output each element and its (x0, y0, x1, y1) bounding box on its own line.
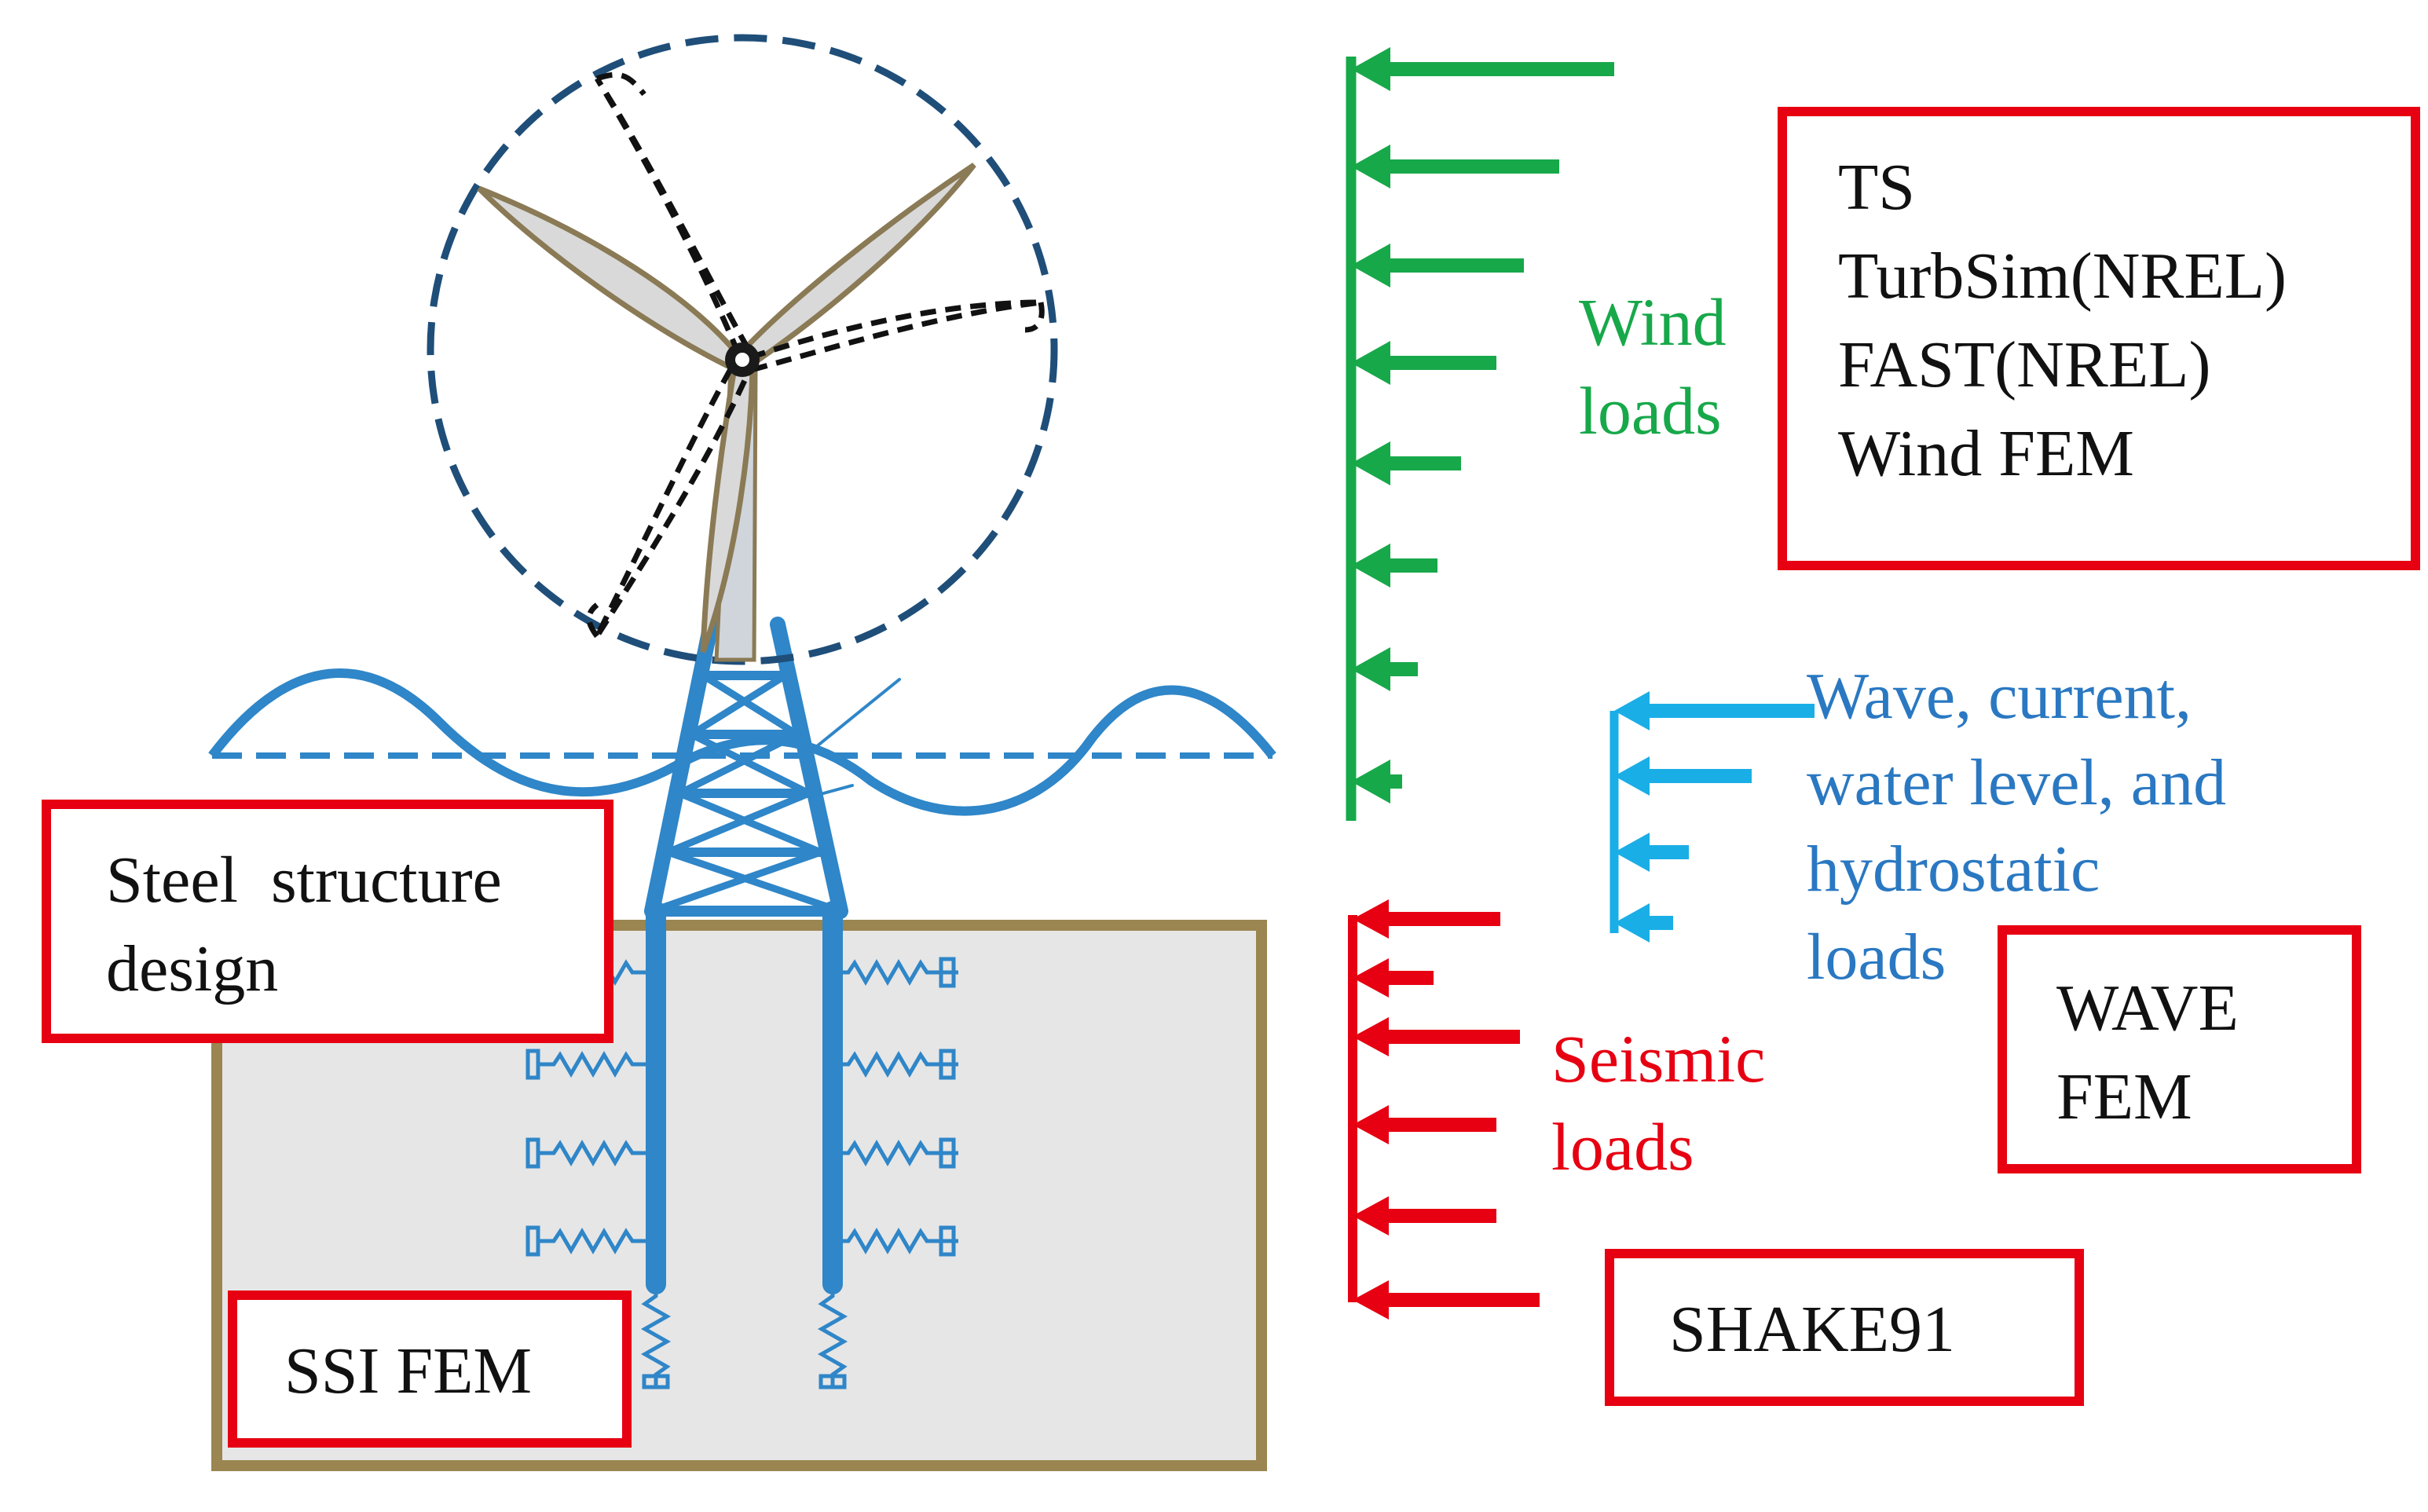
ssi-fem-box: SSI FEM (228, 1291, 632, 1448)
soil-spring-icon (526, 957, 958, 1389)
steel-structure-line-1: Steel structure (106, 844, 502, 917)
seismic-loads-line-1: Seismic (1551, 1021, 1766, 1096)
wind-load-arrows (1346, 47, 1614, 821)
wind-tools-box: TS TurbSim(NREL) FAST(NREL) Wind FEM (1778, 107, 2420, 570)
wind-tool-fast: FAST(NREL) (1838, 328, 2211, 401)
wave-loads-line-3: hydrostatic (1807, 833, 2100, 906)
seismic-tools-box: SHAKE91 (1605, 1249, 2084, 1406)
steel-structure-box: Steel structure design (42, 800, 613, 1043)
wave-loads-line-2: water level, and (1807, 746, 2227, 819)
seismic-tool-shake91: SHAKE91 (1669, 1293, 1956, 1366)
seismic-load-arrows (1348, 899, 1540, 1320)
wind-turbine-icon (427, 34, 1058, 665)
wave-loads-line-4: loads (1807, 921, 1946, 994)
ssi-fem-label: SSI FEM (284, 1334, 533, 1408)
wind-tool-turbsim: TurbSim(NREL) (1838, 240, 2287, 313)
wind-loads-line-2: loads (1579, 373, 1722, 448)
wave-load-arrows (1610, 691, 1815, 943)
steel-structure-line-2: design (106, 932, 279, 1005)
wind-tool-ts: TS (1838, 151, 1916, 224)
wave-tools-box: WAVE FEM (1998, 925, 2361, 1173)
wind-tool-wind-fem: Wind FEM (1838, 417, 2134, 490)
wave-tool-line-2: FEM (2056, 1060, 2192, 1133)
wind-loads-line-1: Wind (1579, 284, 1727, 360)
seismic-loads-line-2: loads (1551, 1109, 1694, 1184)
wave-tool-line-1: WAVE (2056, 972, 2239, 1045)
wave-loads-line-1: Wave, current, (1807, 660, 2192, 733)
